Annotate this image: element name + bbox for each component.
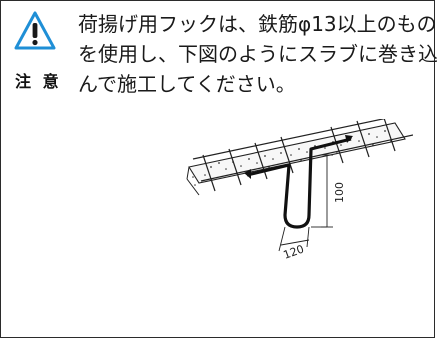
- height-dimension-label: 100: [333, 182, 346, 203]
- hook-installation-diagram: 100 120: [186, 119, 413, 262]
- caution-line-2: を使用し、下図のようにスラブに巻き込: [78, 42, 437, 66]
- width-dimension: [278, 226, 310, 252]
- caution-line-1: 荷揚げ用フックは、鉄筋φ13以上のもの: [78, 12, 437, 36]
- lifting-hook: [246, 137, 352, 229]
- warning-triangle-icon: [14, 11, 56, 50]
- caution-line-3: んで施工してください。: [78, 72, 296, 96]
- caution-text: 荷揚げ用フックは、鉄筋φ13以上のもの を使用し、下図のようにスラブに巻き込 ん…: [78, 9, 437, 99]
- slab-edge: [186, 166, 190, 180]
- concrete-aggregate: [192, 130, 392, 186]
- width-dimension-label: 120: [282, 242, 306, 261]
- slab-rebar: [192, 119, 413, 192]
- height-dimension: [311, 154, 333, 228]
- caution-label: 注 意: [15, 72, 62, 91]
